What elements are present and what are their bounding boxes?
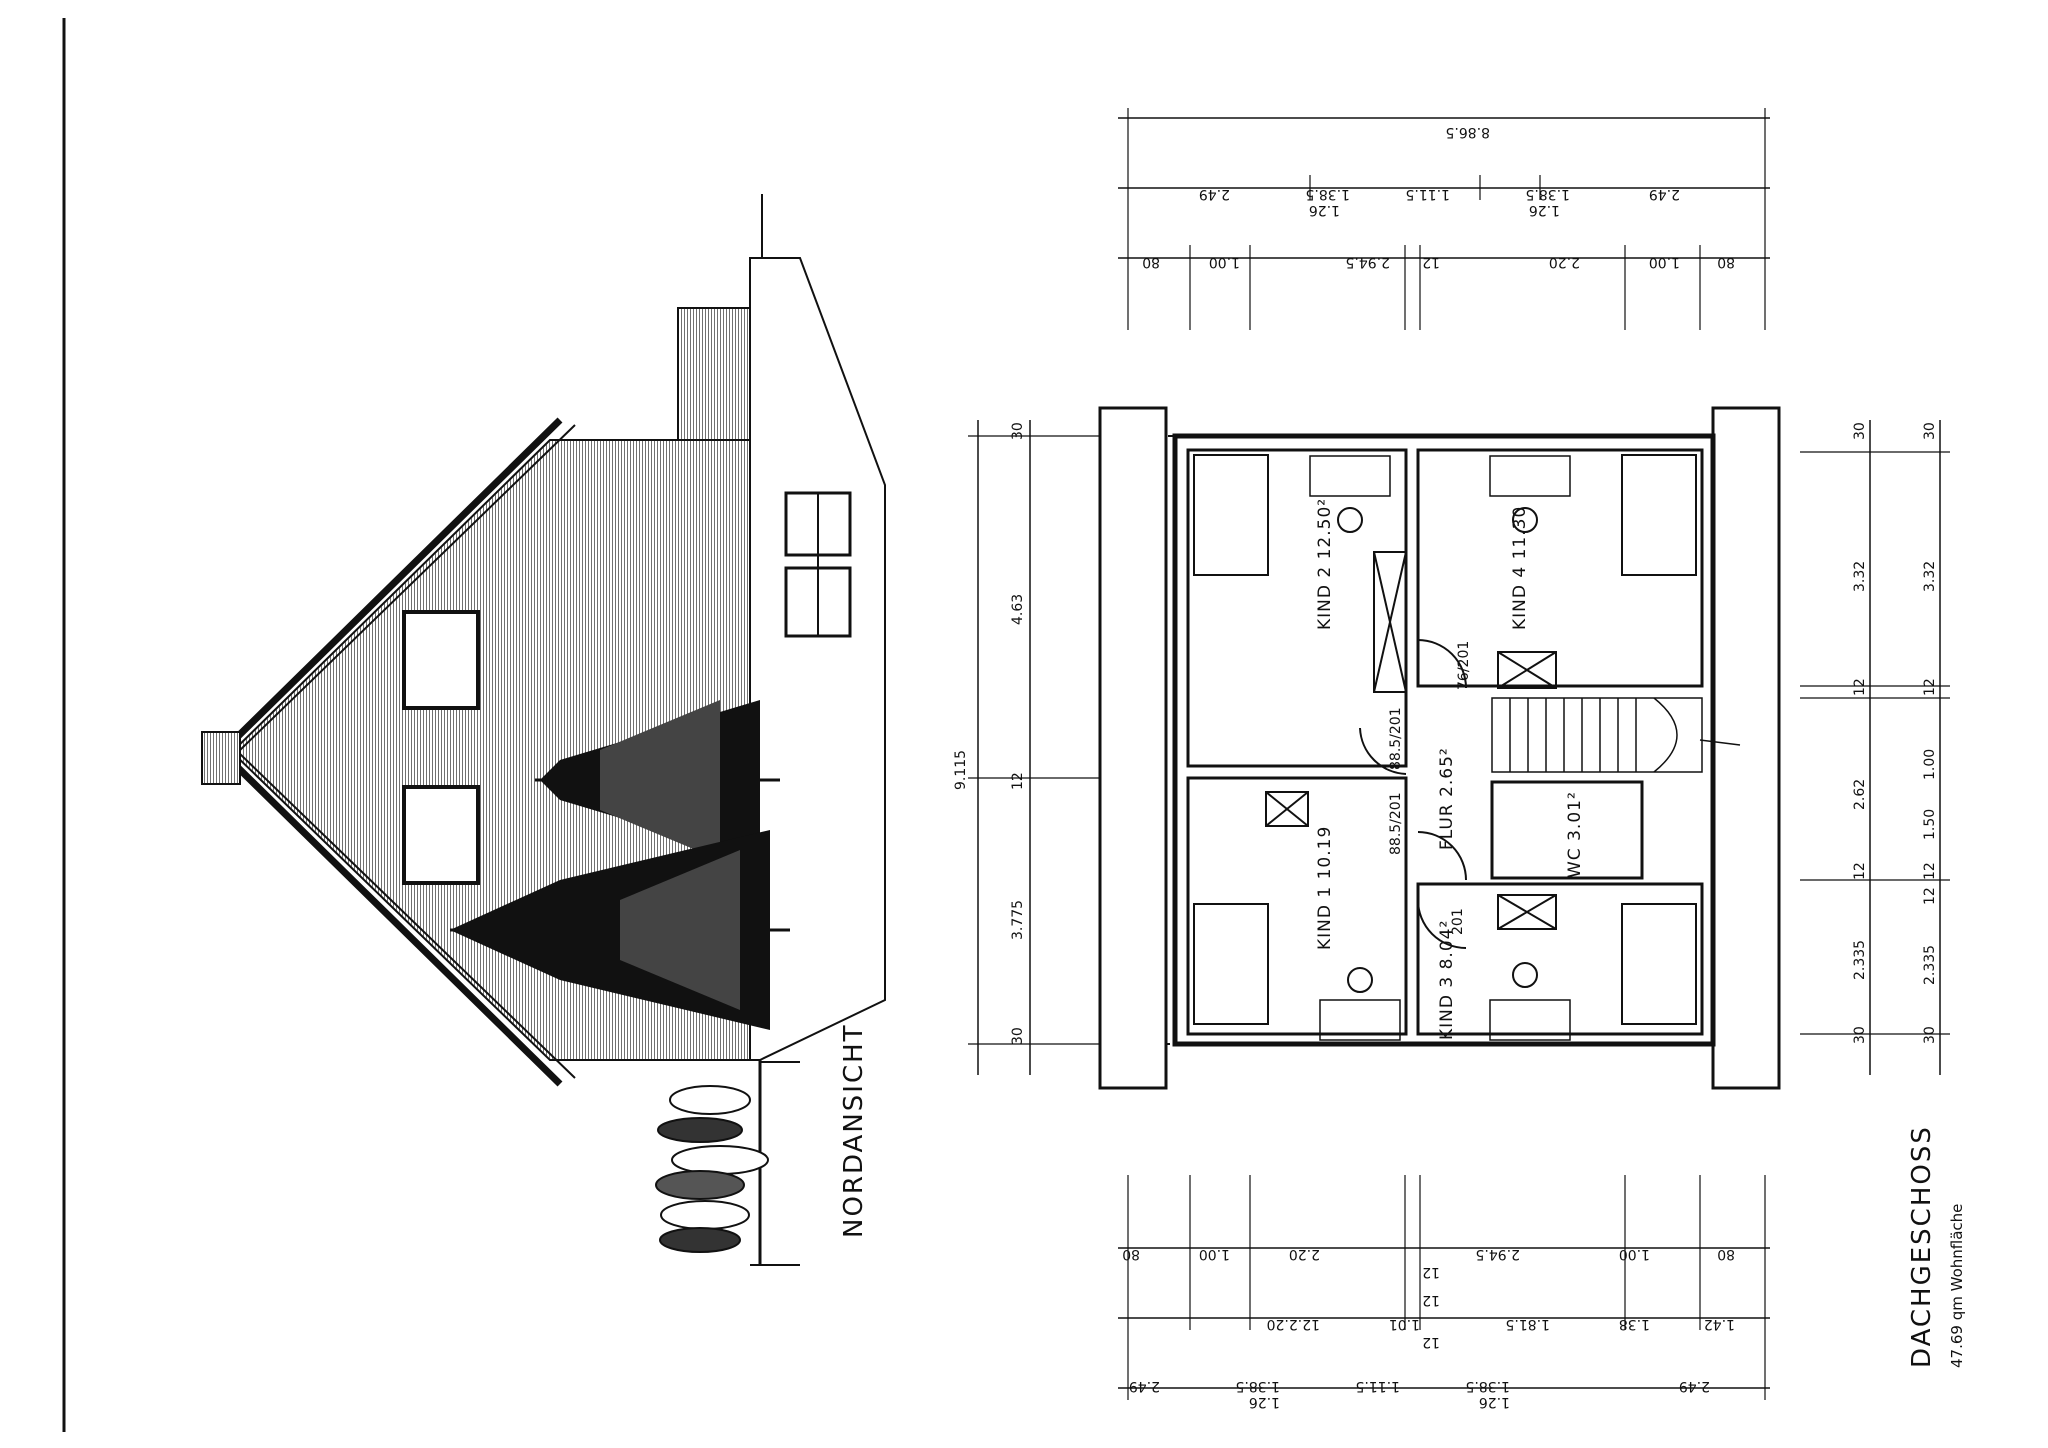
svg-text:1.26: 1.26 [1479,1394,1510,1410]
svg-text:1.38.5: 1.38.5 [1465,1378,1510,1394]
svg-text:12: 12 [1922,862,1938,880]
staircase [1491,697,1741,773]
svg-text:1.00: 1.00 [1922,749,1938,780]
svg-text:2.49: 2.49 [1649,186,1680,202]
svg-text:12: 12 [1852,678,1868,696]
svg-text:12: 12 [1852,862,1868,880]
dimension-chain-right: 30 3.32 12 2.62 12 2.335 30 30 3.32 12 1… [1800,420,1950,1075]
svg-text:2.20: 2.20 [1289,1246,1320,1262]
svg-text:1.00: 1.00 [1619,1246,1650,1262]
svg-text:1.11.5: 1.11.5 [1355,1378,1400,1394]
door-label: 76/201 [1456,641,1472,690]
dimension-chain-left: 9.115 4.63 12 3.775 30 30 [953,420,1100,1075]
svg-text:12.2.20: 12.2.20 [1267,1316,1320,1332]
svg-text:1.50: 1.50 [1922,809,1938,840]
svg-text:80: 80 [1717,254,1735,270]
north-elevation: NORDANSICHT [201,194,886,1266]
svg-text:1.26: 1.26 [1529,202,1560,218]
dimension-chain-bottom: 80 1.00 2.20 12 2.94.5 1.00 80 12.2.20 1… [1118,1175,1770,1410]
svg-text:1.01: 1.01 [1389,1316,1420,1332]
bed [1621,903,1697,1025]
svg-text:30: 30 [1852,1026,1868,1044]
svg-text:2.62: 2.62 [1852,779,1868,810]
svg-text:30: 30 [1922,422,1938,440]
svg-text:2.20: 2.20 [1549,254,1580,270]
dormer-side [677,307,751,441]
room-label-kind4: KIND 4 11.30 [1510,506,1530,630]
tree-left [535,700,780,860]
gable-end-wall [1711,406,1781,1090]
svg-text:3.32: 3.32 [1922,561,1938,592]
svg-text:80: 80 [1122,1246,1140,1262]
svg-text:2.49: 2.49 [1679,1378,1710,1394]
svg-text:4.63: 4.63 [1010,594,1026,625]
wc-room [1490,780,1644,880]
svg-text:1.38.5: 1.38.5 [1305,186,1350,202]
svg-text:2.335: 2.335 [1922,945,1938,985]
door-label: 88.5/201 [1388,707,1404,770]
tree-right [450,830,790,1030]
room-label-kind2: KIND 2 12.50² [1315,498,1335,630]
svg-text:12: 12 [1422,254,1440,270]
svg-text:2.49: 2.49 [1199,186,1230,202]
svg-text:1.38.5: 1.38.5 [1235,1378,1280,1394]
svg-text:2.49: 2.49 [1129,1378,1160,1394]
bed [1193,903,1269,1025]
dimension-chain-top: 8.86.5 2.49 1.38.5 1.26 1.11.5 1.38.5 1.… [1118,108,1770,330]
svg-text:9.115: 9.115 [953,750,969,790]
svg-text:12: 12 [1422,1334,1440,1350]
bed [1621,454,1697,576]
elevation-title: NORDANSICHT [839,1023,869,1238]
svg-text:1.26: 1.26 [1249,1394,1280,1410]
plan-title: DACHGESCHOSS [1907,1125,1937,1368]
svg-text:1.11.5: 1.11.5 [1405,186,1450,202]
room-label-wc: WC 3.01² [1565,791,1585,878]
svg-text:80: 80 [1717,1246,1735,1262]
svg-text:30: 30 [1852,422,1868,440]
svg-text:30: 30 [1010,422,1026,440]
svg-text:12: 12 [1010,772,1026,790]
svg-text:1.26: 1.26 [1309,202,1340,218]
svg-text:1.42: 1.42 [1704,1316,1735,1332]
svg-text:2.94.5: 2.94.5 [1345,254,1390,270]
chimney [201,731,241,785]
room-label-flur: FLUR 2.65² [1437,747,1457,850]
svg-text:3.32: 3.32 [1852,561,1868,592]
svg-text:30: 30 [1922,1026,1938,1044]
svg-text:8.86.5: 8.86.5 [1445,124,1490,140]
svg-text:1.38.5: 1.38.5 [1525,186,1570,202]
svg-text:12: 12 [1922,678,1938,696]
svg-text:2.94.5: 2.94.5 [1475,1246,1520,1262]
door-label: 88.5/201 [1388,792,1404,855]
svg-text:2.335: 2.335 [1852,940,1868,980]
svg-text:80: 80 [1142,254,1160,270]
wardrobe [1265,551,1557,930]
svg-text:1.81.5: 1.81.5 [1505,1316,1550,1332]
svg-text:1.38: 1.38 [1619,1316,1650,1332]
door-label: 201 [1450,908,1466,935]
gable-window [402,610,480,710]
svg-text:1.00: 1.00 [1199,1246,1230,1262]
people-figures [655,1085,769,1253]
bed [1193,454,1269,576]
svg-text:1.00: 1.00 [1649,254,1680,270]
svg-text:30: 30 [1010,1027,1026,1045]
svg-text:12: 12 [1922,887,1938,905]
plan-area-note: 47.69 qm Wohnfläche [1948,1204,1966,1368]
attic-floor-plan: KIND 2 12.50² KIND 4 11.30 KIND 1 10.19 … [953,108,1966,1410]
room-label-kind1: KIND 1 10.19 [1315,826,1335,950]
gable-window [402,785,480,885]
svg-text:3.775: 3.775 [1010,900,1026,940]
gable-end-wall [1098,406,1168,1090]
svg-text:12: 12 [1422,1264,1440,1280]
room-label-kind3: KIND 3 8.04² [1437,920,1457,1040]
svg-text:1.00: 1.00 [1209,254,1240,270]
svg-text:12: 12 [1422,1292,1440,1308]
